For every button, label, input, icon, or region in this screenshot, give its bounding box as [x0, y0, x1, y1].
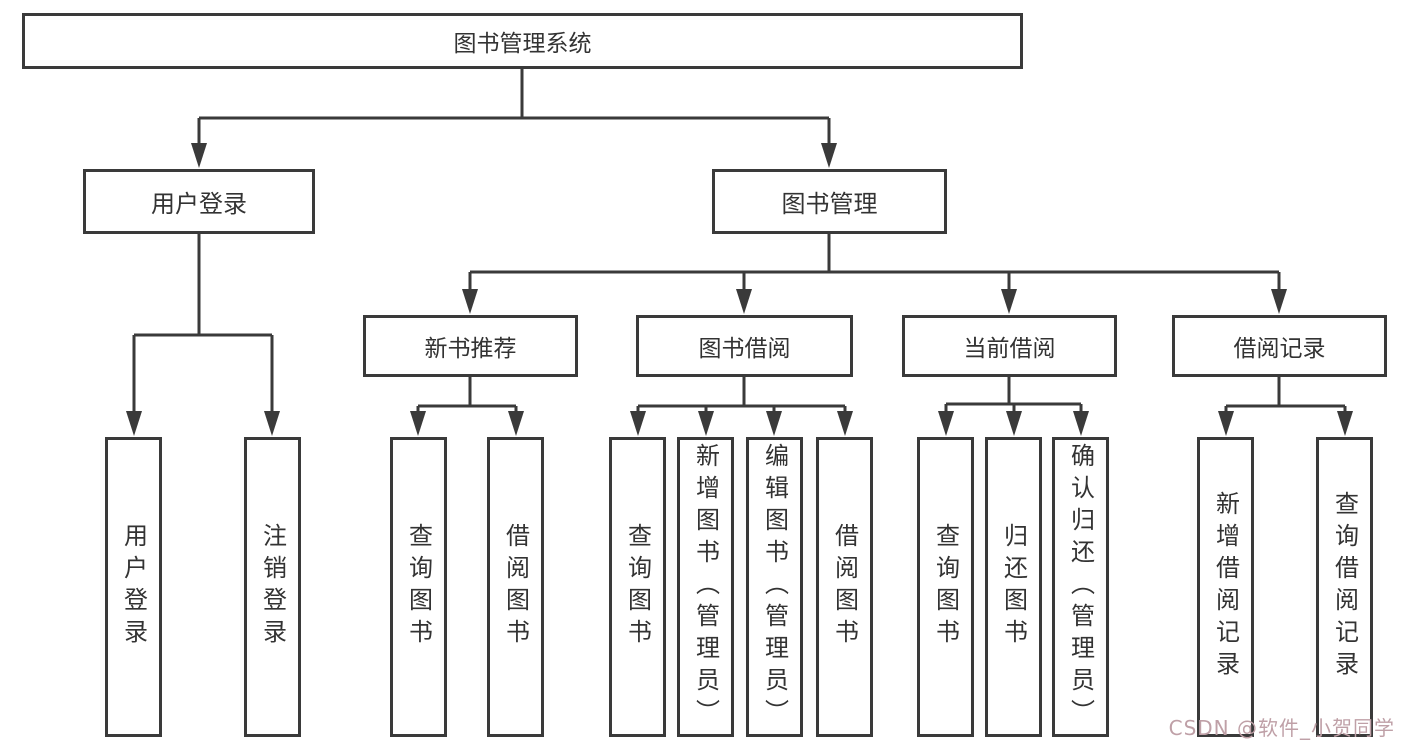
node-user-login: 用户登录: [83, 169, 315, 234]
connector-borrow-records-to-leaves: [1218, 377, 1353, 436]
leaf-label: 查询借阅记录: [1330, 491, 1359, 683]
leaf-confirm-return-admin: 确认归还（管理员）: [1052, 437, 1109, 737]
leaf-newbook-query-books: 查询图书: [390, 437, 447, 737]
csdn-watermark: CSDN @软件_小贺同学: [1168, 716, 1395, 740]
connector-root-to-level2: [191, 69, 837, 168]
leaf-query-borrow-record: 查询借阅记录: [1316, 437, 1373, 737]
connector-new-book-to-leaves: [410, 377, 524, 436]
leaf-label: 查询图书: [931, 523, 960, 651]
leaf-label: 新增借阅记录: [1211, 491, 1240, 683]
leaf-borrow-query-books: 查询图书: [609, 437, 666, 737]
node-label: 用户登录: [151, 190, 247, 218]
node-book-management: 图书管理: [712, 169, 947, 234]
leaf-label: 借阅图书: [830, 523, 859, 651]
leaf-label: 查询图书: [623, 523, 652, 651]
leaf-return-books: 归还图书: [985, 437, 1042, 737]
connector-book-borrow-to-leaves: [630, 377, 853, 436]
leaf-borrow-books: 借阅图书: [816, 437, 873, 737]
leaf-label: 借阅图书: [501, 523, 530, 651]
leaf-label: 归还图书: [999, 523, 1028, 651]
connector-current-borrow-to-leaves: [938, 377, 1089, 436]
leaf-label: 确认归还（管理员）: [1066, 443, 1095, 731]
leaf-edit-books-admin: 编辑图书（管理员）: [746, 437, 803, 737]
leaf-user-login: 用户登录: [105, 437, 162, 737]
node-label: 当前借阅: [963, 336, 1056, 362]
node-new-book-recommend: 新书推荐: [363, 315, 578, 377]
node-current-borrow: 当前借阅: [902, 315, 1117, 377]
leaf-label: 用户登录: [119, 523, 148, 651]
leaf-label: 注销登录: [258, 523, 287, 651]
node-label: 借阅记录: [1233, 336, 1326, 362]
leaf-current-query-books: 查询图书: [917, 437, 974, 737]
leaf-add-borrow-record: 新增借阅记录: [1197, 437, 1254, 737]
leaf-logout: 注销登录: [244, 437, 301, 737]
leaf-label: 查询图书: [404, 523, 433, 651]
node-label: 新书推荐: [424, 336, 517, 362]
node-label: 图书借阅: [698, 336, 791, 362]
connector-book-mgmt-to-level3: [462, 234, 1287, 314]
node-label: 图书管理: [781, 190, 878, 218]
leaf-label: 编辑图书（管理员）: [760, 443, 789, 731]
node-root-library-system: 图书管理系统: [22, 13, 1023, 69]
leaf-add-books-admin: 新增图书（管理员）: [677, 437, 734, 737]
connector-user-login-to-leaves: [126, 234, 280, 436]
leaf-label: 新增图书（管理员）: [691, 443, 720, 731]
node-book-borrow: 图书借阅: [636, 315, 853, 377]
leaf-newbook-borrow-books: 借阅图书: [487, 437, 544, 737]
node-label: 图书管理系统: [453, 31, 592, 57]
node-borrow-records: 借阅记录: [1172, 315, 1387, 377]
